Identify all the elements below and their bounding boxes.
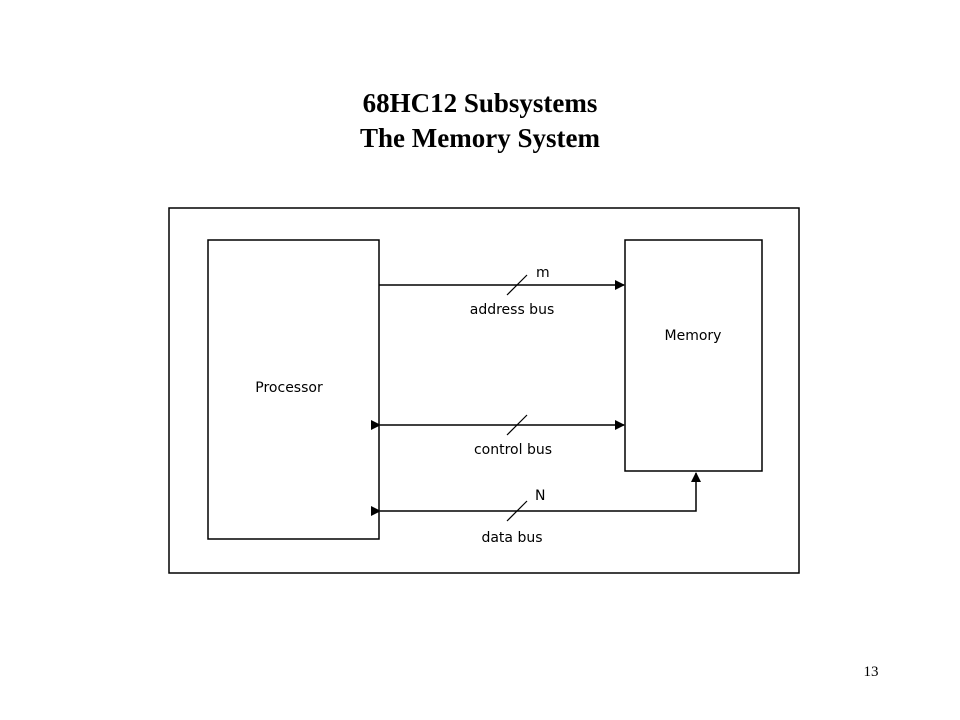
page-number: 13 [863,664,879,680]
address-bus-slash [506,274,528,296]
memory-block [624,239,763,472]
address-bus-width-label: m [536,265,550,281]
data-bus-line [371,472,701,516]
processor-label: Processor [255,380,323,396]
address-bus-label: address bus [470,302,555,318]
data-bus-width-label: N [535,488,545,504]
slide-title: 68HC12 Subsystems The Memory System [0,86,960,156]
title-line-2: The Memory System [360,123,600,153]
memory-label: Memory [665,328,722,344]
data-bus-slash [506,500,528,522]
control-bus-label: control bus [474,442,552,458]
control-bus-slash [506,414,528,436]
processor-block [207,239,380,540]
title-line-1: 68HC12 Subsystems [362,88,598,118]
data-bus-label: data bus [481,530,542,546]
